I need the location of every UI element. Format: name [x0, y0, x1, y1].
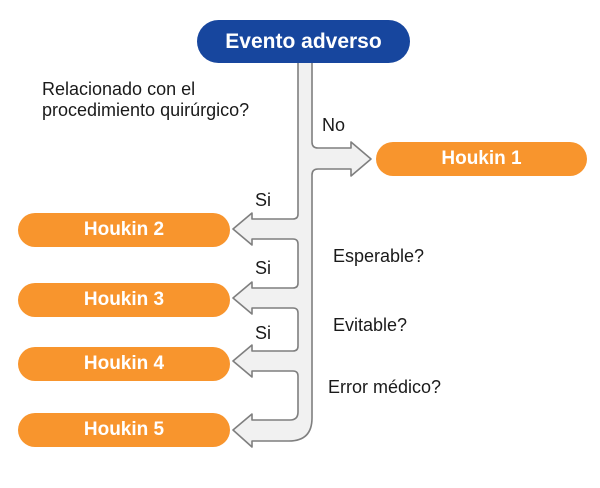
- node-houkin-2: Houkin 2: [18, 213, 230, 247]
- node-houkin-1-label: Houkin 1: [441, 148, 522, 169]
- node-houkin-4-label: Houkin 4: [83, 353, 165, 374]
- node-evento-adverso: Evento adverso: [197, 20, 410, 63]
- node-houkin-5: Houkin 5: [18, 413, 230, 447]
- label-branch-si-2: Si: [255, 258, 272, 278]
- node-evento-adverso-label: Evento adverso: [225, 29, 382, 53]
- node-houkin-3: Houkin 3: [18, 283, 230, 317]
- node-houkin-2-label: Houkin 2: [83, 219, 165, 240]
- label-question-error-medico: Error médico?: [328, 377, 442, 397]
- label-question-esperable: Esperable?: [333, 246, 425, 266]
- label-question-evitable: Evitable?: [333, 315, 408, 335]
- node-houkin-3-label: Houkin 3: [83, 289, 165, 310]
- node-houkin-1: Houkin 1: [376, 142, 587, 176]
- label-branch-no: No: [322, 115, 346, 135]
- label-branch-si-1: Si: [255, 190, 272, 210]
- pipe-arrow-path: [232, 49, 372, 448]
- node-houkin-4: Houkin 4: [18, 347, 230, 381]
- label-main-question: Relacionado con el procedimiento quirúrg…: [42, 79, 250, 120]
- label-branch-si-3: Si: [255, 323, 272, 343]
- node-houkin-5-label: Houkin 5: [83, 419, 165, 440]
